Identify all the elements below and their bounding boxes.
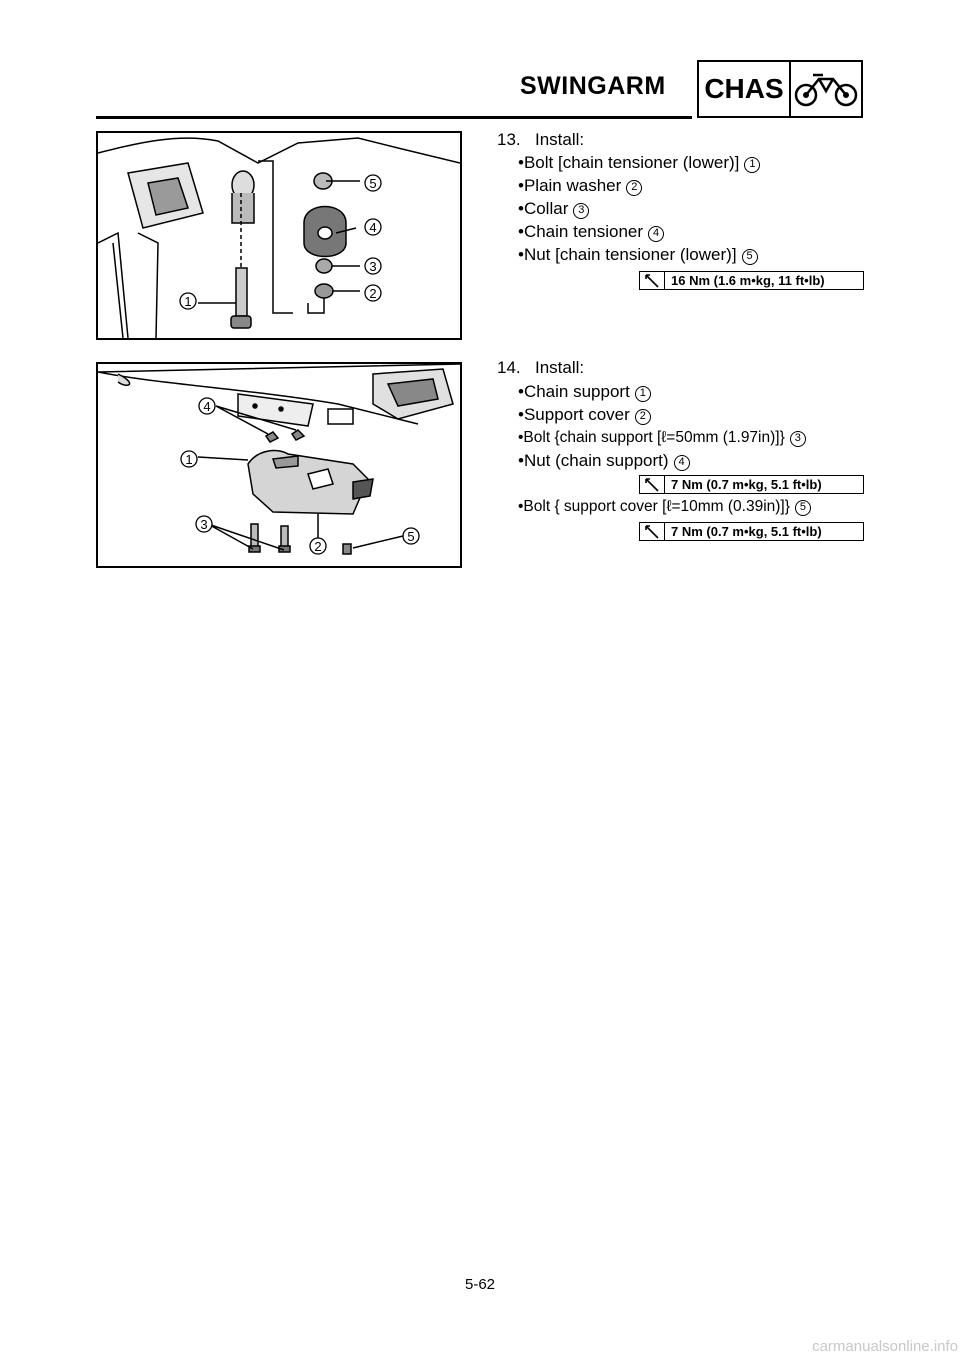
step-14-item-4: •Nut (chain support)4 — [518, 451, 690, 471]
fig1-callout-3: 3 — [369, 259, 376, 274]
fig1-callout-2: 2 — [369, 286, 376, 301]
torque-value: 7 Nm (0.7 m•kg, 5.1 ft•lb) — [671, 477, 822, 492]
step-14-action: Install: — [535, 358, 585, 377]
step-13-item-5: •Nut [chain tensioner (lower)]5 — [518, 245, 758, 265]
torque-wrench-icon — [640, 272, 665, 289]
item-text: •Nut (chain support) — [518, 451, 669, 470]
fig2-callout-4: 4 — [203, 399, 210, 414]
ref-number: 1 — [744, 156, 761, 173]
footer-watermark: carmanualsonline.info — [812, 1338, 958, 1355]
figure-chain-tensioner: 1 2 3 4 5 — [96, 131, 462, 340]
torque-wrench-icon — [640, 476, 665, 493]
item-text: •Chain tensioner — [518, 222, 644, 241]
header-rule — [96, 116, 692, 119]
ref-number: 3 — [789, 430, 806, 447]
ref-number: 5 — [741, 248, 758, 265]
figure-chain-support: 1 2 3 4 5 — [96, 362, 462, 568]
ref-number: 2 — [634, 408, 651, 425]
torque-wrench-icon — [640, 523, 665, 540]
motorcycle-icon — [791, 62, 861, 116]
item-text: •Support cover — [518, 405, 630, 424]
torque-value: 16 Nm (1.6 m•kg, 11 ft•lb) — [671, 273, 825, 288]
page-number: 5-62 — [464, 1276, 496, 1293]
item-text: •Bolt {chain support [ℓ=50mm (1.97in)]} — [518, 429, 785, 446]
item-text: •Nut [chain tensioner (lower)] — [518, 245, 737, 264]
fig1-callout-1: 1 — [184, 294, 191, 309]
torque-spec-14-nut: 7 Nm (0.7 m•kg, 5.1 ft•lb) — [639, 475, 864, 494]
section-label: CHAS — [699, 62, 791, 116]
fig2-callout-3: 3 — [200, 517, 207, 532]
step-14-heading: 14. Install: — [497, 358, 584, 378]
item-text: •Bolt [chain tensioner (lower)] — [518, 153, 740, 172]
step-13-number: 13. — [497, 130, 521, 149]
step-14-item-5: •Bolt { support cover [ℓ=10mm (0.39in)]}… — [518, 497, 811, 517]
torque-spec-13: 16 Nm (1.6 m•kg, 11 ft•lb) — [639, 271, 864, 290]
item-text: •Plain washer — [518, 176, 622, 195]
item-text: •Bolt { support cover [ℓ=10mm (0.39in)]} — [518, 498, 790, 515]
ref-number: 2 — [626, 179, 643, 196]
step-13-heading: 13. Install: — [497, 130, 584, 150]
fig2-callout-2: 2 — [314, 539, 321, 554]
step-13-action: Install: — [535, 130, 585, 149]
fig2-callout-5: 5 — [407, 529, 414, 544]
step-14-item-3: •Bolt {chain support [ℓ=50mm (1.97in)]}3 — [518, 428, 806, 448]
ref-number: 4 — [648, 225, 665, 242]
ref-number: 1 — [634, 385, 651, 402]
ref-number: 4 — [673, 454, 690, 471]
fig1-callout-4: 4 — [369, 220, 376, 235]
section-badge: CHAS — [697, 60, 863, 118]
ref-number: 3 — [573, 202, 590, 219]
fig2-callout-1: 1 — [185, 452, 192, 467]
page-title: SWINGARM — [520, 72, 666, 100]
torque-spec-14-bolt: 7 Nm (0.7 m•kg, 5.1 ft•lb) — [639, 522, 864, 541]
item-text: •Chain support — [518, 382, 630, 401]
ref-number: 5 — [794, 499, 811, 516]
step-13-item-1: •Bolt [chain tensioner (lower)]1 — [518, 153, 761, 173]
fig1-callout-5: 5 — [369, 176, 376, 191]
torque-value: 7 Nm (0.7 m•kg, 5.1 ft•lb) — [671, 524, 822, 539]
step-14-number: 14. — [497, 358, 521, 377]
item-text: •Collar — [518, 199, 569, 218]
